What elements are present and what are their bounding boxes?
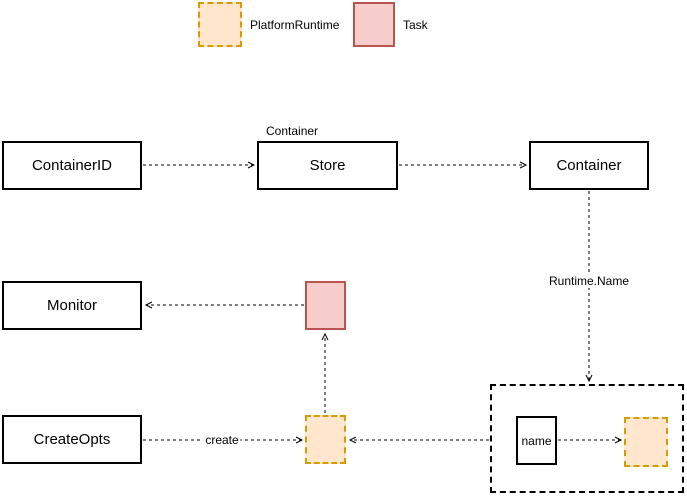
group-runtime-container <box>490 384 684 493</box>
legend-task-label: Task <box>403 17 428 32</box>
node-group-platformruntime-instance <box>624 417 668 467</box>
node-name: name <box>516 416 557 465</box>
edge-label-runtime-name: Runtime.Name <box>546 274 632 288</box>
node-name-label: name <box>521 433 552 448</box>
node-store: Store <box>257 141 398 190</box>
node-container-label: Container <box>556 157 622 174</box>
node-task-instance <box>305 281 346 330</box>
legend-platformruntime-label: PlatformRuntime <box>250 17 340 32</box>
node-monitor: Monitor <box>2 281 142 330</box>
node-createopts: CreateOpts <box>2 415 142 464</box>
node-container: Container <box>529 141 649 190</box>
node-containerid: ContainerID <box>2 141 142 190</box>
node-platformruntime-instance <box>305 415 346 464</box>
legend-task-swatch <box>353 2 395 47</box>
edge-label-create: create <box>203 433 241 447</box>
node-createopts-label: CreateOpts <box>33 431 111 448</box>
node-containerid-label: ContainerID <box>31 157 113 174</box>
node-store-label: Store <box>309 157 346 174</box>
node-store-title: Container <box>266 124 319 138</box>
node-monitor-label: Monitor <box>46 297 98 314</box>
legend-platformruntime-swatch <box>198 2 242 47</box>
